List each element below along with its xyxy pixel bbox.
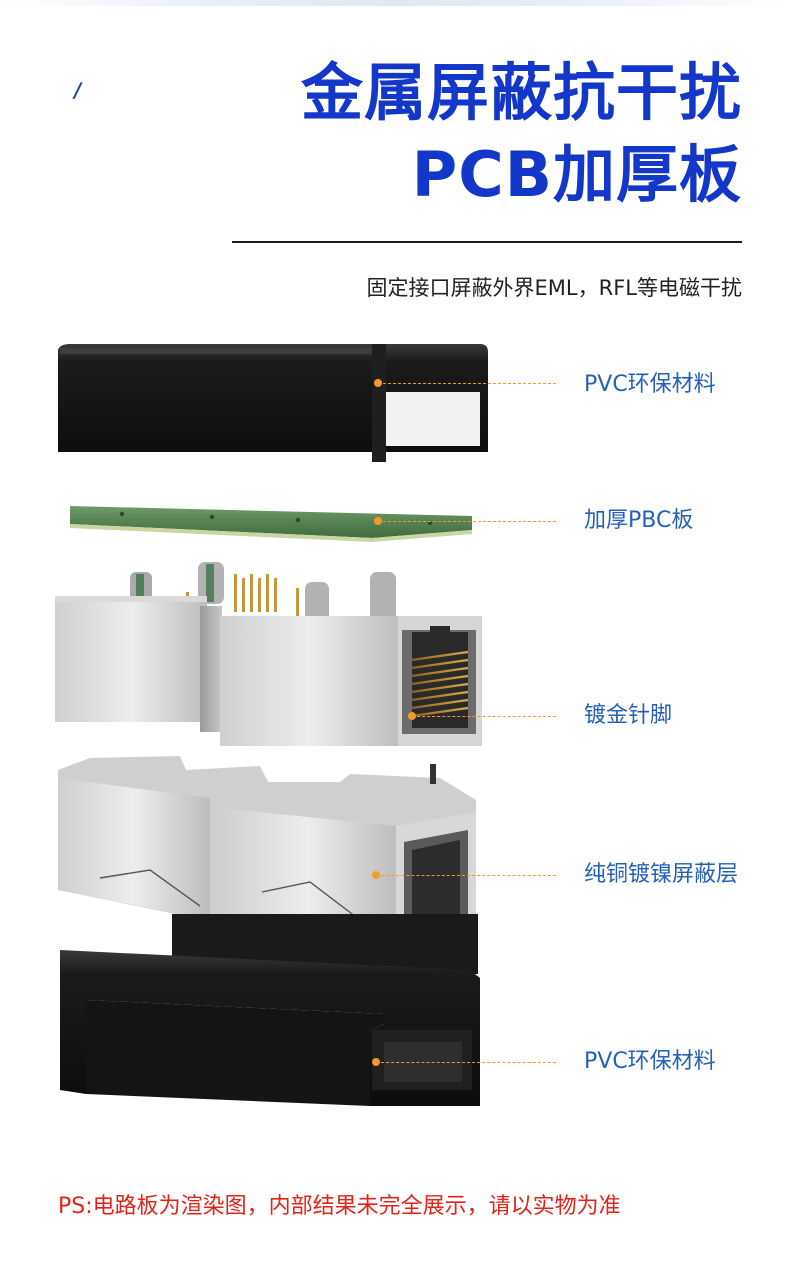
- callout-line-2: [378, 521, 556, 522]
- decorative-slash-icon: /: [71, 78, 84, 102]
- callout-label-pcb: 加厚PBC板: [584, 508, 694, 533]
- callout-line-5: [376, 1062, 556, 1063]
- top-decorative-line: [0, 0, 790, 6]
- callout-dot-4: [372, 871, 380, 879]
- callout-label-gold-pins: 镀金针脚: [584, 703, 673, 728]
- pcb-board: [70, 506, 472, 542]
- callout-line-1: [378, 383, 556, 384]
- gold-pin-jack: [55, 562, 482, 746]
- callout-dot-3: [408, 712, 416, 720]
- callout-dot-1: [374, 379, 382, 387]
- callout-line-4: [376, 875, 556, 876]
- subtitle: 固定接口屏蔽外界EML，RFL等电磁干扰: [366, 276, 742, 300]
- title-line-2: PCB加厚板: [411, 138, 742, 211]
- top-pvc-cover: [58, 344, 488, 462]
- callout-label-bottom-pvc: PVC环保材料: [584, 1049, 716, 1074]
- callout-label-shield: 纯铜镀镍屏蔽层: [584, 862, 739, 887]
- callout-label-top-pvc: PVC环保材料: [584, 372, 716, 397]
- callout-dot-2: [374, 517, 382, 525]
- title-divider: [232, 241, 742, 243]
- product-exploded-view: [55, 344, 488, 1106]
- bottom-pvc-cover: [60, 914, 480, 1106]
- callout-dot-5: [372, 1058, 380, 1066]
- title-line-1: 金属屏蔽抗干扰: [300, 56, 742, 129]
- footer-note: PS:电路板为渲染图，内部结果未完全展示，请以实物为准: [58, 1194, 621, 1219]
- callout-line-3: [412, 716, 556, 717]
